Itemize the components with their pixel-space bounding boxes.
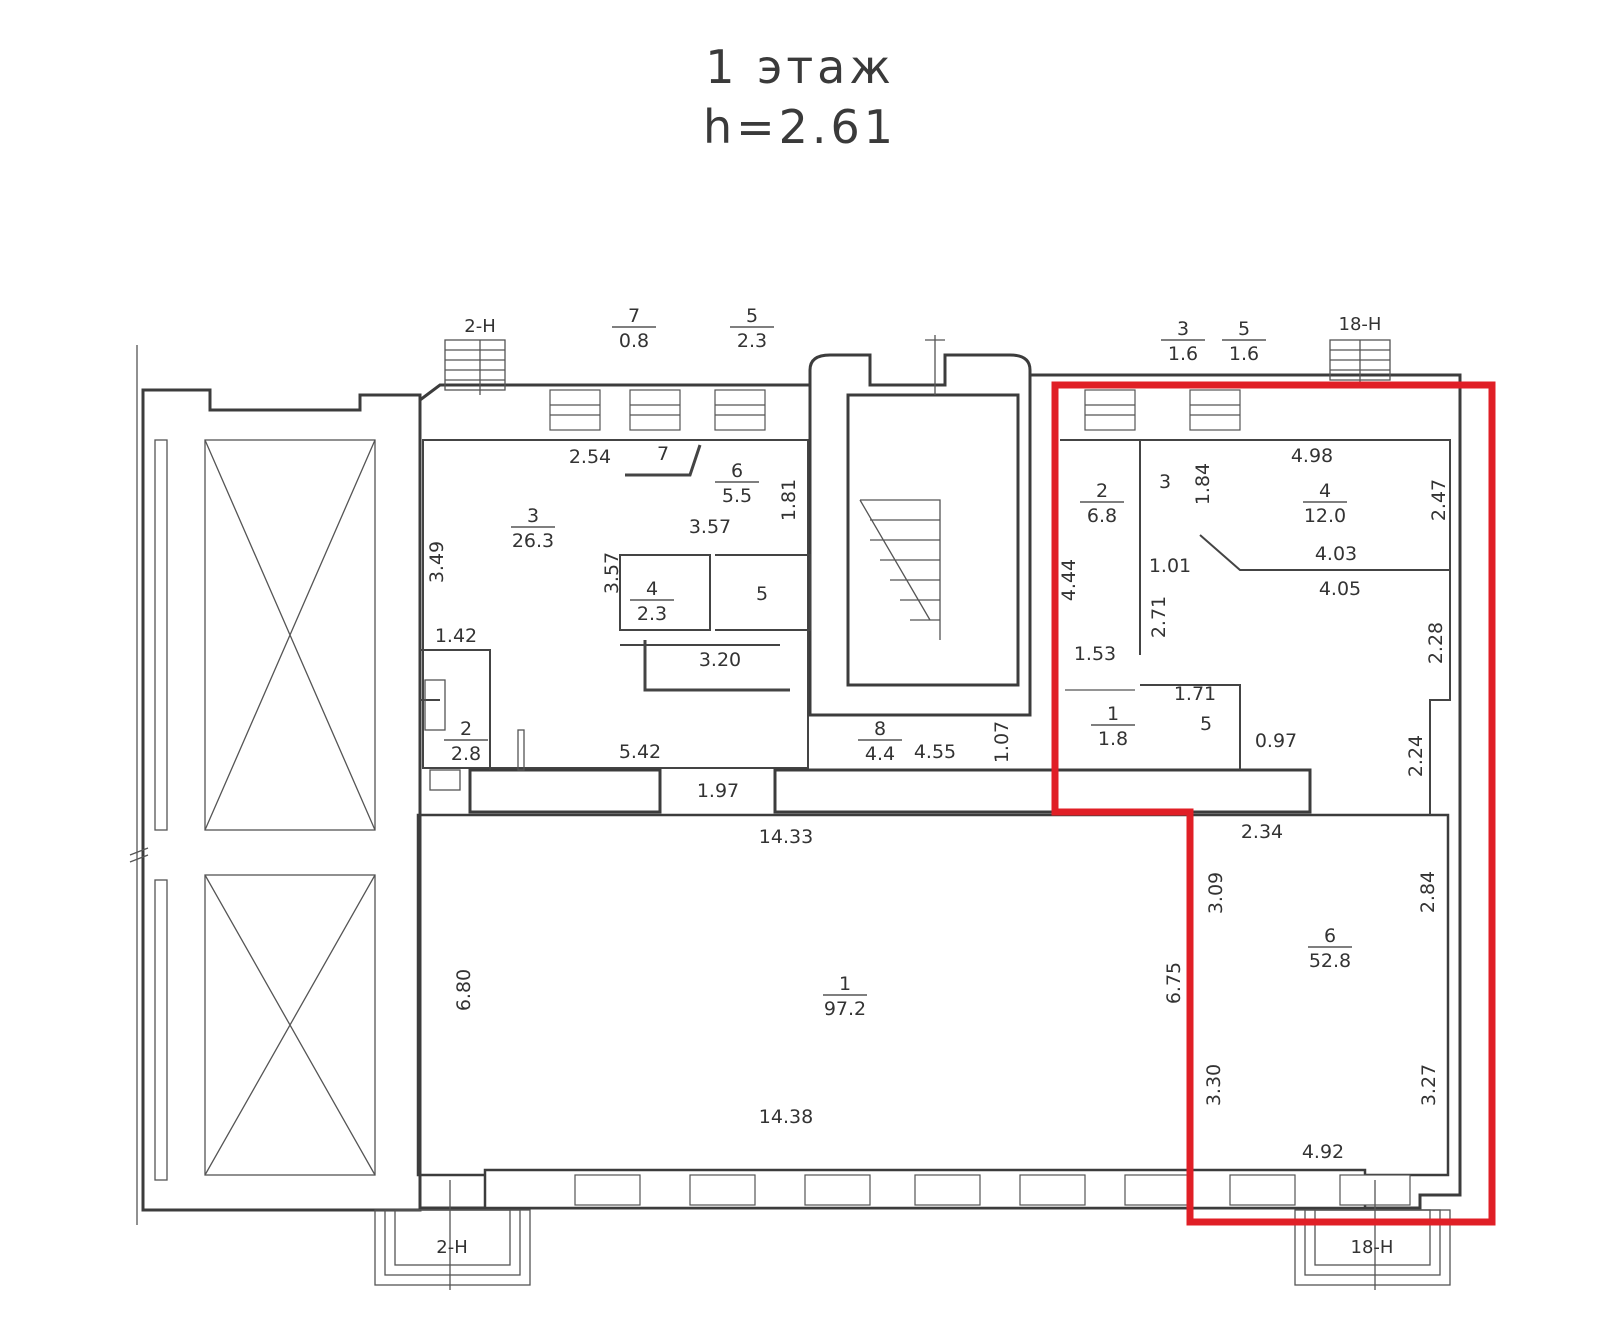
room-area: 0.8	[619, 330, 649, 352]
dimension-label: 2.34	[1241, 821, 1283, 843]
dimension-label: 2.28	[1425, 622, 1447, 664]
room-number: 1	[839, 973, 851, 995]
entrance-label: 2-Н	[436, 1237, 467, 1258]
room-number: 7	[657, 443, 669, 465]
dimension-label: 1.01	[1149, 555, 1191, 577]
dimension-label: 3.09	[1205, 872, 1227, 914]
dimension-label: 14.33	[759, 826, 813, 848]
dimension-label: 3.30	[1203, 1064, 1225, 1106]
room-number: 6	[1324, 925, 1336, 947]
room-area: 1.6	[1168, 343, 1198, 365]
room-area: 52.8	[1309, 950, 1351, 972]
room-number: 5	[756, 583, 768, 605]
dimension-label: 2.54	[569, 446, 611, 468]
room-number: 5	[746, 305, 758, 327]
room-number: 2	[460, 718, 472, 740]
room-area: 97.2	[824, 998, 866, 1020]
room-area: 5.5	[722, 485, 752, 507]
dimension-label: 1.84	[1192, 463, 1214, 505]
dimension-label: 2.71	[1148, 596, 1170, 638]
dimension-label: 3.57	[689, 516, 731, 538]
floor-height: h=2.61	[702, 100, 898, 154]
dimension-label: 4.03	[1315, 543, 1357, 565]
room-area: 6.8	[1087, 505, 1117, 527]
room-number: 8	[874, 718, 886, 740]
room-area: 2.8	[451, 743, 481, 765]
room-area: 26.3	[512, 530, 554, 552]
room-number: 4	[646, 578, 658, 600]
room-number: 2	[1096, 480, 1108, 502]
dimension-label: 6.75	[1163, 962, 1185, 1004]
dimension-label: 1.71	[1174, 683, 1216, 705]
dimension-label: 4.05	[1319, 578, 1361, 600]
room-area: 2.3	[637, 603, 667, 625]
dimension-label: 3.20	[699, 649, 741, 671]
room-number: 7	[628, 305, 640, 327]
dimension-label: 5.42	[619, 741, 661, 763]
room-number: 5	[1238, 318, 1250, 340]
building-walls	[416, 335, 1462, 1210]
dimension-label: 1.97	[697, 780, 739, 802]
room-area: 4.4	[865, 743, 895, 765]
floor-title: 1 этаж	[705, 40, 895, 94]
room-number: 4	[1319, 480, 1331, 502]
dimension-label: 1.81	[778, 479, 800, 521]
room-number: 3	[1177, 318, 1189, 340]
room-number: 5	[1200, 713, 1212, 735]
windows-top	[549, 389, 1241, 431]
dimension-label: 3.57	[601, 552, 623, 594]
entrance-label: 2-Н	[464, 316, 495, 337]
dimension-label: 1.53	[1074, 643, 1116, 665]
entrance-steps	[374, 339, 1451, 1290]
dimension-label: 2.84	[1417, 871, 1439, 913]
room-number: 3	[1159, 471, 1171, 493]
dimension-label: 4.44	[1058, 559, 1080, 601]
dimension-label: 4.55	[914, 741, 956, 763]
dimension-label: 4.98	[1291, 445, 1333, 467]
windows-bottom	[483, 1168, 1411, 1210]
entrance-label: 18-Н	[1339, 314, 1382, 335]
dimension-label: 0.97	[1255, 730, 1297, 752]
room-area: 2.3	[737, 330, 767, 352]
dimension-label: 3.49	[426, 541, 448, 583]
dimension-label: 4.92	[1302, 1141, 1344, 1163]
dimension-label: 14.38	[759, 1106, 813, 1128]
room-number: 6	[731, 460, 743, 482]
dimension-label: 1.07	[991, 721, 1013, 763]
room-number: 1	[1107, 703, 1119, 725]
adjacent-structure	[129, 345, 422, 1225]
dimension-label: 1.42	[435, 625, 477, 647]
room-area: 12.0	[1304, 505, 1346, 527]
room-number: 3	[527, 505, 539, 527]
dimension-label: 2.47	[1428, 479, 1450, 521]
room-area: 1.8	[1098, 728, 1128, 750]
entrance-label: 18-Н	[1351, 1237, 1394, 1258]
dimension-label: 6.80	[453, 969, 475, 1011]
dimension-label: 3.27	[1418, 1064, 1440, 1106]
room-area: 1.6	[1229, 343, 1259, 365]
selected-area-outline	[1051, 381, 1496, 1226]
dimension-label: 2.24	[1405, 735, 1427, 777]
